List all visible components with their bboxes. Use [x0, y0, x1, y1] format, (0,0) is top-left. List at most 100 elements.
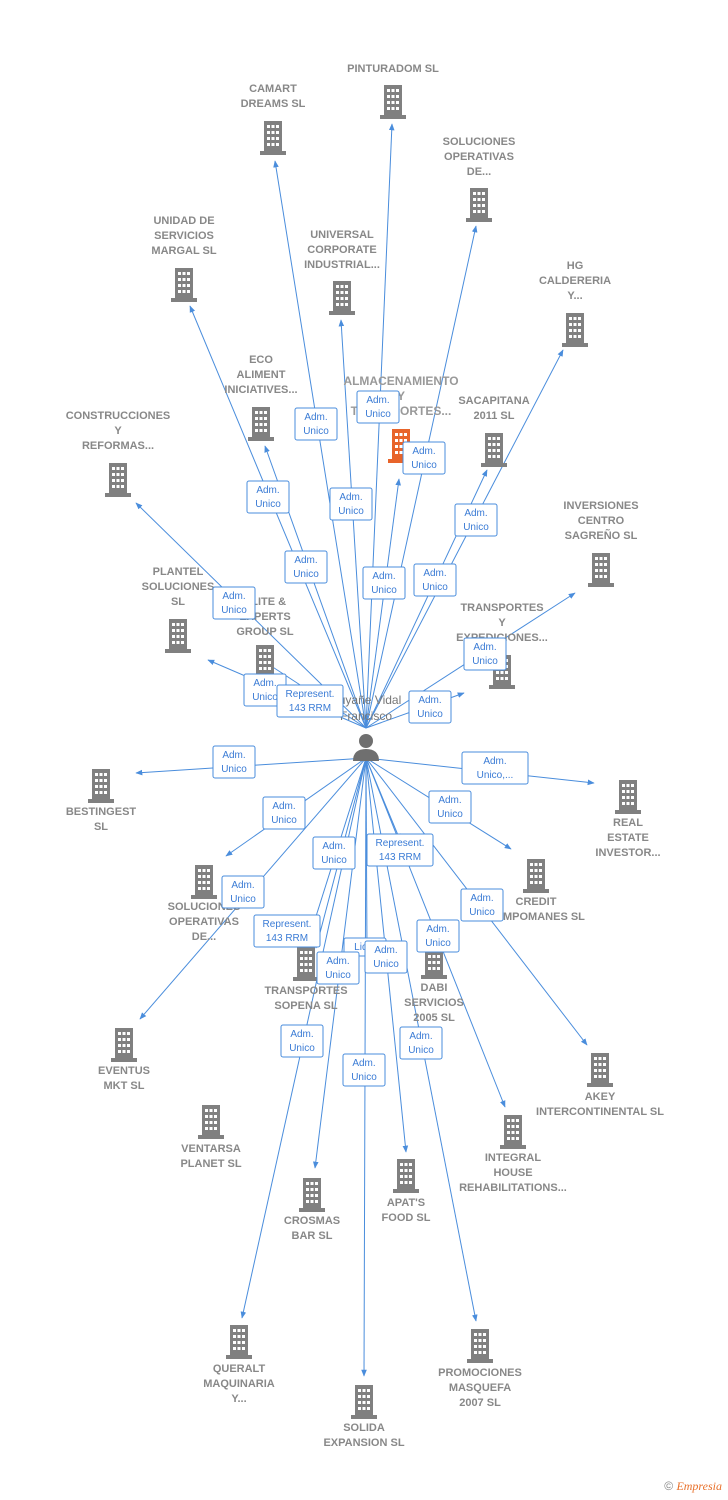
relation-label[interactable]: Adm.Unico: [312, 836, 356, 870]
relation-label[interactable]: Adm.Unico: [362, 566, 406, 600]
company-node-soluciones-op-1[interactable]: SOLUCIONESOPERATIVASDE...: [443, 136, 516, 222]
company-name-line: ECO: [249, 354, 273, 366]
company-name-line: SACAPITANA: [458, 395, 529, 407]
relation-label[interactable]: Adm.Unico: [221, 875, 265, 909]
relation-label-text: Unico: [351, 1072, 377, 1083]
building-icon: [226, 1325, 252, 1359]
relation-label[interactable]: Adm.Unico: [399, 1026, 443, 1060]
relation-label[interactable]: Adm.Unico: [246, 480, 290, 514]
relation-label-text: Unico: [472, 656, 498, 667]
company-name-line: SOLUCIONES: [142, 581, 215, 593]
building-icon: [615, 780, 641, 814]
company-node-pinturadom[interactable]: PINTURADOM SL: [347, 63, 439, 119]
company-name-line: OPERATIVAS: [169, 916, 239, 928]
relation-label[interactable]: Adm.Unico: [428, 790, 472, 824]
company-name-line: Y: [114, 425, 122, 437]
company-node-hg[interactable]: HGCALDERERIAY...: [539, 260, 611, 347]
edge-line: [365, 349, 564, 729]
relation-label[interactable]: Adm.Unico: [294, 407, 338, 441]
company-node-construcciones[interactable]: CONSTRUCCIONESYREFORMAS...: [66, 410, 171, 497]
building-icon: [380, 85, 406, 119]
relation-label-box: [246, 480, 290, 514]
relation-label-text: Unico: [221, 605, 247, 616]
relation-label-text: Unico: [422, 582, 448, 593]
building-icon: [393, 1159, 419, 1193]
relation-label[interactable]: Adm.Unico: [413, 563, 457, 597]
company-name-line: Y...: [567, 290, 582, 302]
relation-label[interactable]: Adm.Unico: [280, 1024, 324, 1058]
company-name-line: BESTINGEST: [66, 806, 137, 818]
relation-label-text: Unico: [303, 426, 329, 437]
company-name-line: SERVICIOS: [404, 997, 464, 1009]
relation-label[interactable]: Represent.143 RRM: [276, 684, 344, 718]
company-name-line: INTEGRAL: [485, 1152, 542, 1164]
company-node-universal[interactable]: UNIVERSALCORPORATEINDUSTRIAL...: [304, 229, 380, 315]
relation-label[interactable]: Adm.Unico: [262, 796, 306, 830]
relation-label[interactable]: Adm.Unico: [212, 745, 256, 779]
building-icon: [248, 407, 274, 441]
relation-label[interactable]: Adm.Unico: [316, 951, 360, 985]
company-name-line: EXPANSION SL: [323, 1437, 404, 1449]
relation-label[interactable]: Adm.Unico: [460, 888, 504, 922]
relation-label[interactable]: Adm. Unico: [364, 940, 408, 974]
building-icon: [466, 188, 492, 222]
relation-label[interactable]: Adm.Unico: [212, 586, 256, 620]
building-icon: [467, 1329, 493, 1363]
relation-label[interactable]: Adm.Unico: [356, 390, 400, 424]
relation-label-text: Unico: [373, 959, 399, 970]
person-node[interactable]: Puyañe Vidal Francisco: [331, 693, 402, 761]
relation-label-text: Adm.: [294, 555, 317, 566]
company-node-soluciones-op-2[interactable]: SOLUCIONESOPERATIVASDE...: [168, 865, 241, 943]
company-node-real-estate[interactable]: REALESTATEINVESTOR...: [595, 780, 661, 859]
building-icon: [171, 268, 197, 302]
relation-label[interactable]: Adm.Unico: [284, 550, 328, 584]
company-node-solida[interactable]: SOLIDA EXPANSION SL: [323, 1385, 405, 1449]
relation-label-text: Adm.: [409, 1031, 432, 1042]
relation-label[interactable]: Adm.Unico: [342, 1053, 386, 1087]
relation-label-text: Adm.: [374, 945, 397, 956]
relation-label[interactable]: Adm.Unico,...: [461, 751, 529, 785]
relation-label-text: 143 RRM: [289, 703, 331, 714]
relation-label[interactable]: Adm.Unico: [329, 487, 373, 521]
relation-label-text: Adm.: [438, 795, 461, 806]
company-node-eco[interactable]: ECOALIMENTINICIATIVES...: [224, 354, 298, 441]
company-node-queralt[interactable]: QUERALTMAQUINARIAY...: [203, 1325, 275, 1405]
relation-label[interactable]: Adm.Unico: [243, 673, 287, 707]
relation-label-text: Unico: [469, 907, 495, 918]
relation-label-text: Adm.: [290, 1029, 313, 1040]
relation-label[interactable]: Adm.Unico: [454, 503, 498, 537]
relation-label[interactable]: Represent.143 RRM: [366, 833, 434, 867]
company-name-line: BAR SL: [292, 1230, 333, 1242]
relation-label[interactable]: Adm.Unico: [416, 919, 460, 953]
brand-logo[interactable]: Empresia: [676, 1479, 722, 1493]
relation-label-box: [454, 503, 498, 537]
relation-label-text: Adm.: [339, 492, 362, 503]
relation-label[interactable]: Adm.Unico: [408, 690, 452, 724]
company-name-line: SOLIDA: [343, 1422, 385, 1434]
company-name-line: MASQUEFA: [449, 1382, 511, 1394]
relation-label[interactable]: Adm.Unico: [463, 637, 507, 671]
company-name-line: TRANSPORTES: [264, 985, 347, 997]
building-icon: [500, 1115, 526, 1149]
building-icon: [165, 619, 191, 653]
relation-label[interactable]: Adm.Unico: [402, 441, 446, 475]
company-name-line: INICIATIVES...: [224, 384, 297, 396]
relation-label-box: [356, 390, 400, 424]
company-node-integral[interactable]: INTEGRALHOUSEREHABILITATIONS...: [459, 1115, 567, 1194]
relation-label[interactable]: Represent.143 RRM: [253, 914, 321, 948]
